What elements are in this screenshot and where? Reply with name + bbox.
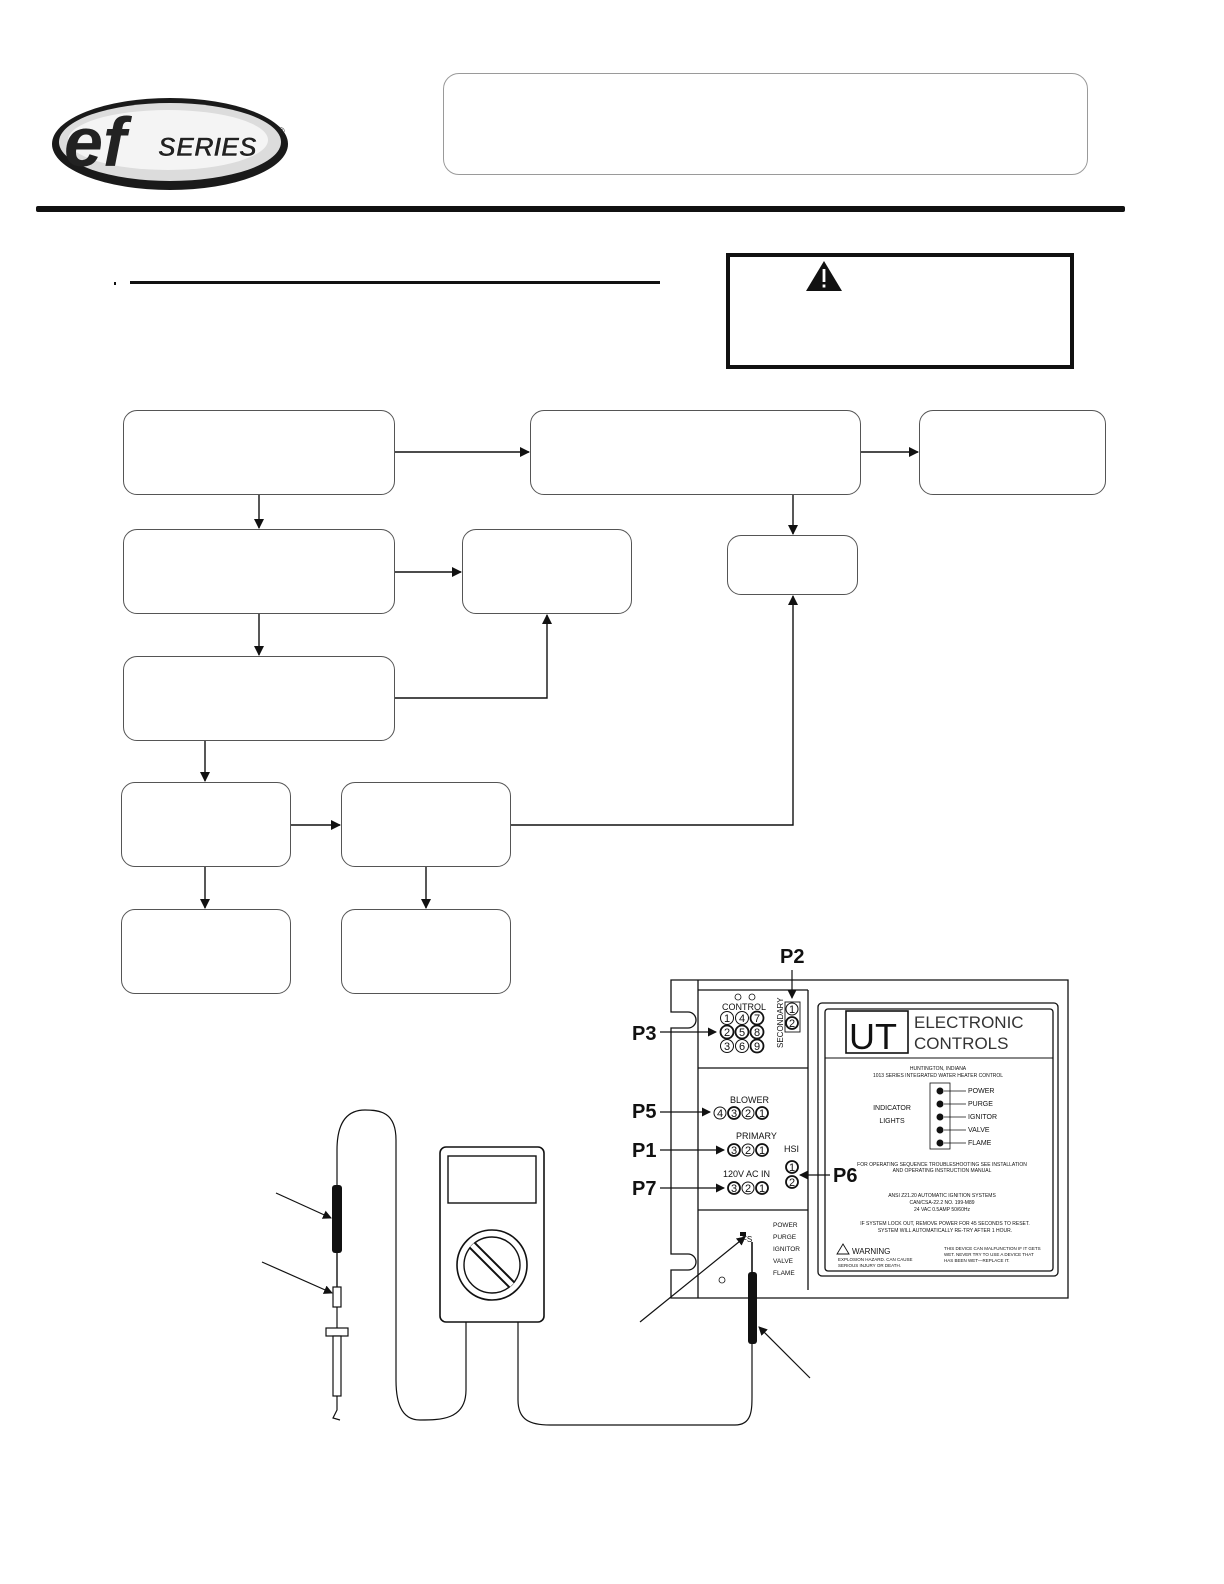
multimeter: [439, 1146, 545, 1323]
primary-pin: 1: [759, 1145, 765, 1157]
flow-box-5: [462, 529, 632, 614]
probe-left: [332, 1185, 342, 1253]
blower-pin: 1: [759, 1108, 765, 1120]
hsi-label: HSI: [784, 1144, 799, 1154]
control-pin: 1: [724, 1013, 730, 1025]
flow-box-8: [121, 782, 291, 867]
blower-label: BLOWER: [730, 1095, 770, 1105]
flow-box-7: [123, 656, 395, 741]
control-pin: 6: [739, 1041, 745, 1053]
board-warning-title: WARNING: [852, 1247, 890, 1256]
logo-prefix: ef: [64, 103, 133, 181]
board-series: 1013 SERIES INTEGRATED WATER HEATER CONT…: [873, 1073, 1003, 1079]
primary-pin: 2: [745, 1145, 751, 1157]
section-bullet: [114, 282, 116, 285]
label-panel: [817, 1002, 1059, 1277]
board-device-note-2: WET. NEVER TRY TO USE A DEVICE THAT: [944, 1252, 1034, 1257]
board-warning-text-1: EXPLOSION HAZARD. CAN CAUSE: [838, 1257, 913, 1262]
indicator-title-2: LIGHTS: [879, 1118, 905, 1125]
status-led-label: POWER: [773, 1222, 798, 1229]
control-pin: 5: [739, 1027, 745, 1039]
blower-pin: 2: [745, 1108, 751, 1120]
board-ansi-1: ANSI Z21.20 AUTOMATIC IGNITION SYSTEMS: [888, 1193, 996, 1199]
header-divider: [36, 206, 1125, 212]
ut-logo-box: [845, 1010, 909, 1054]
light-ignitor-label: IGNITOR: [968, 1114, 997, 1121]
secondary-label: SECONDARY: [776, 997, 785, 1048]
board-warning-text-2: SERIOUS INJURY OR DEATH.: [838, 1263, 901, 1268]
blower-pin: 4: [717, 1108, 723, 1120]
ac-pin: 1: [759, 1183, 765, 1195]
flow-box-11: [341, 909, 511, 994]
warning-triangle-icon: [806, 261, 842, 291]
status-led-label: FLAME: [773, 1270, 795, 1277]
control-label: CONTROL: [722, 1002, 766, 1012]
board-ansi-2: CAN/CSA-22.2 NO. 199-M89: [909, 1200, 974, 1206]
flow-box-10: [121, 909, 291, 994]
primary-label: PRIMARY: [736, 1131, 777, 1141]
ac-pin: 3: [731, 1183, 737, 1195]
primary-pin: 3: [731, 1145, 737, 1157]
fs-label: FS: [742, 1235, 752, 1244]
control-pin: 4: [739, 1013, 745, 1025]
light-valve-label: VALVE: [968, 1127, 990, 1134]
board-device-note-3: HAS BEEN WET—REPLACE IT.: [944, 1258, 1010, 1263]
blower-pin: 3: [731, 1108, 737, 1120]
board-device-note-1: THIS DEVICE CAN MALFUNCTION IF IT GETS: [944, 1246, 1041, 1251]
board-brand-initials: UT: [849, 1016, 897, 1057]
board-brand-line1: ELECTRONIC: [914, 1013, 1024, 1032]
flow-box-6: [727, 535, 858, 595]
meter-lead-left: [336, 1109, 467, 1421]
flow-box-2: [530, 410, 861, 495]
flow-box-4: [123, 529, 395, 614]
hsi-pin: 2: [789, 1177, 795, 1189]
board-brand-line2: CONTROLS: [914, 1034, 1008, 1053]
arrow-7-5: [395, 614, 552, 699]
ef-series-logo: ef SERIES ®: [52, 98, 288, 190]
light-purge-label: PURGE: [968, 1101, 993, 1108]
igniter-element: [325, 1307, 349, 1421]
light-power-label: POWER: [968, 1088, 994, 1095]
board-location: HUNTINGTON, INDIANA: [910, 1066, 967, 1072]
control-pin: 7: [754, 1013, 760, 1025]
board-note-2: AND OPERATING INSTRUCTION MANUAL: [893, 1168, 992, 1174]
arrow-9-6: [511, 595, 798, 826]
flow-box-3: [919, 410, 1106, 495]
ac-pin: 2: [745, 1183, 751, 1195]
section-heading-rule: [130, 281, 660, 284]
warning-box: [726, 253, 1074, 369]
header-title-box: [443, 73, 1088, 175]
ac-in-label: 120V AC IN: [723, 1169, 770, 1179]
indicator-title-1: INDICATOR: [873, 1105, 911, 1112]
status-led-label: IGNITOR: [773, 1246, 800, 1253]
board-lockout-2: SYSTEM WILL AUTOMATICALLY RE-TRY AFTER 1…: [878, 1228, 1012, 1234]
meter-lead-right: [517, 1322, 753, 1426]
secondary-pin: 2: [789, 1018, 795, 1030]
control-board-diagram: UT ELECTRONIC CONTROLS HUNTINGTON, INDIA…: [670, 979, 1069, 1299]
hsi-pin: 1: [789, 1162, 795, 1174]
board-warning-icon: [836, 1243, 850, 1255]
alligator-clip: [332, 1286, 342, 1308]
light-flame-label: FLAME: [968, 1140, 992, 1147]
logo-brand-text: SERIES: [158, 132, 257, 162]
logo-registered: ®: [278, 126, 285, 136]
control-pin: 3: [724, 1041, 730, 1053]
status-led-label: PURGE: [773, 1234, 797, 1241]
control-pin: 2: [724, 1027, 730, 1039]
control-pin: 8: [754, 1027, 760, 1039]
flow-box-9: [341, 782, 511, 867]
board-note-1: FOR OPERATING SEQUENCE TROUBLESHOOTING S…: [857, 1162, 1027, 1168]
control-pin: 9: [754, 1041, 760, 1053]
board-ansi-3: 24 VAC 0.5AMP 50/60Hz: [914, 1207, 970, 1213]
flow-box-start: [123, 410, 395, 495]
status-led-label: VALVE: [773, 1258, 794, 1265]
secondary-pin: 1: [789, 1004, 795, 1016]
board-lockout-1: IF SYSTEM LOCK OUT, REMOVE POWER FOR 45 …: [860, 1221, 1030, 1227]
